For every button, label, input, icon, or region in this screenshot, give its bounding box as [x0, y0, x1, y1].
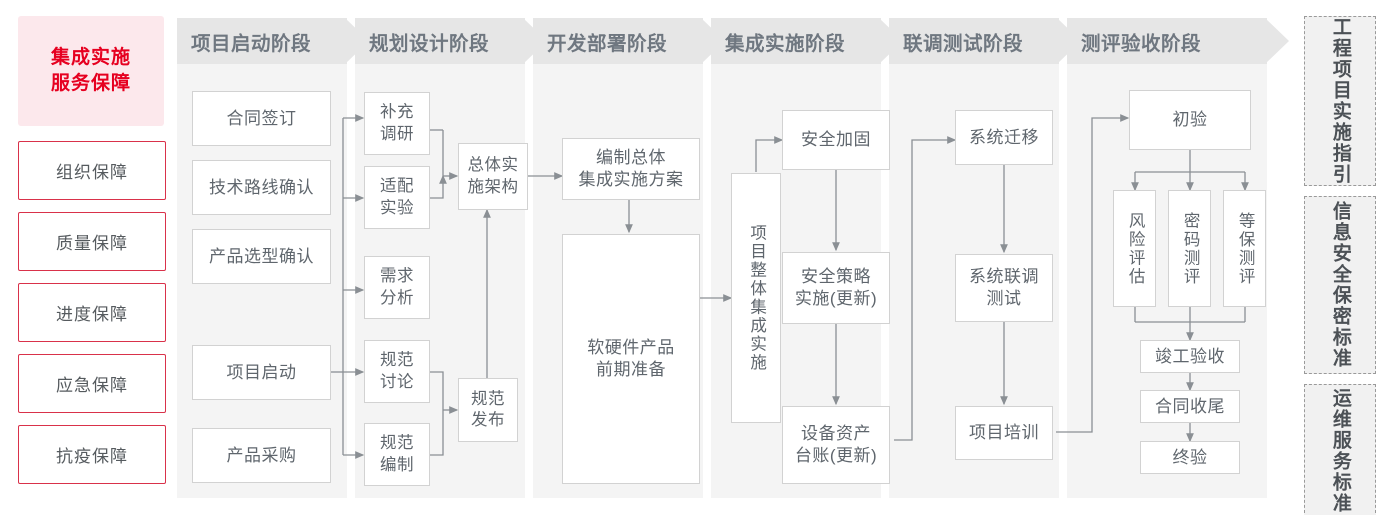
- node-device-asset-ledger[interactable]: 设备资产台账(更新): [782, 406, 890, 484]
- standard-operations-service[interactable]: 运维服务标准: [1304, 384, 1376, 515]
- node-security-policy-implementation[interactable]: 安全策略实施(更新): [782, 252, 890, 324]
- node-spec-drafting[interactable]: 规范编制: [364, 423, 430, 486]
- node-security-hardening[interactable]: 安全加固: [782, 110, 890, 170]
- stage-header-5: 联调测试阶段: [889, 18, 1081, 64]
- guarantee-item-emergency[interactable]: 应急保障: [18, 354, 166, 413]
- chevron-right-icon: [1265, 18, 1289, 64]
- node-final-acceptance[interactable]: 终验: [1140, 441, 1240, 474]
- node-spec-discussion[interactable]: 规范讨论: [364, 340, 430, 403]
- guarantee-item-schedule[interactable]: 进度保障: [18, 283, 166, 342]
- node-draft-overall-integration-plan[interactable]: 编制总体集成实施方案: [562, 138, 700, 200]
- node-tech-route-confirm[interactable]: 技术路线确认: [192, 160, 331, 215]
- node-spec-release[interactable]: 规范发布: [458, 378, 518, 442]
- stage-header-label: 项目启动阶段: [191, 32, 312, 55]
- headline-line-1: 集成实施: [50, 47, 131, 69]
- node-system-migration[interactable]: 系统迁移: [955, 110, 1053, 165]
- stage-header-2: 规划设计阶段: [355, 18, 547, 64]
- stage-header-label: 开发部署阶段: [547, 32, 668, 55]
- node-risk-assessment[interactable]: 风险评估: [1113, 190, 1156, 307]
- standards-sidebar: 工程项目实施指引 信息安全保密标准 运维服务标准: [1304, 16, 1376, 515]
- node-requirement-analysis[interactable]: 需求分析: [364, 256, 430, 319]
- stage-header-label: 集成实施阶段: [725, 32, 846, 55]
- node-hw-sw-preparation[interactable]: 软硬件产品前期准备: [562, 234, 700, 484]
- node-cryptography-evaluation[interactable]: 密码测评: [1168, 190, 1211, 307]
- headline-card: 集成实施 服务保障: [18, 16, 164, 126]
- stage-header-label: 测评验收阶段: [1081, 32, 1202, 55]
- node-product-selection-confirm[interactable]: 产品选型确认: [192, 229, 331, 284]
- node-system-joint-debug-test[interactable]: 系统联调测试: [955, 254, 1053, 322]
- node-product-procurement[interactable]: 产品采购: [192, 428, 331, 483]
- stage-header-label: 联调测试阶段: [903, 32, 1024, 55]
- guarantee-item-epidemic[interactable]: 抗疫保障: [18, 425, 166, 484]
- node-adaptation-experiment[interactable]: 适配实验: [364, 166, 430, 229]
- guarantee-item-quality[interactable]: 质量保障: [18, 212, 166, 271]
- node-preliminary-acceptance[interactable]: 初验: [1129, 90, 1251, 150]
- node-overall-project-integration[interactable]: 项目整体集成实施: [731, 173, 781, 423]
- stage-header-1: 项目启动阶段: [177, 18, 369, 64]
- stage-header-6: 测评验收阶段: [1067, 18, 1289, 64]
- node-overall-implementation-architecture[interactable]: 总体实施架构: [458, 143, 528, 210]
- node-mlps-evaluation[interactable]: 等保测评: [1223, 190, 1266, 307]
- guarantee-item-organization[interactable]: 组织保障: [18, 141, 166, 200]
- node-supplementary-research[interactable]: 补充调研: [364, 92, 430, 155]
- standard-engineering-project-guide[interactable]: 工程项目实施指引: [1304, 16, 1376, 186]
- standard-information-security-confidentiality[interactable]: 信息安全保密标准: [1304, 196, 1376, 374]
- stage-header-label: 规划设计阶段: [369, 32, 490, 55]
- node-completion-acceptance[interactable]: 竣工验收: [1140, 340, 1240, 373]
- node-project-kickoff[interactable]: 项目启动: [192, 345, 331, 400]
- stage-header-3: 开发部署阶段: [533, 18, 725, 64]
- node-contract-signing[interactable]: 合同签订: [192, 91, 331, 146]
- node-project-training[interactable]: 项目培训: [955, 406, 1053, 460]
- guarantee-sidebar: 集成实施 服务保障 组织保障 质量保障 进度保障 应急保障 抗疫保障: [18, 16, 166, 498]
- stage-header-4: 集成实施阶段: [711, 18, 903, 64]
- headline-line-2: 服务保障: [50, 73, 131, 94]
- node-contract-closure[interactable]: 合同收尾: [1140, 390, 1240, 423]
